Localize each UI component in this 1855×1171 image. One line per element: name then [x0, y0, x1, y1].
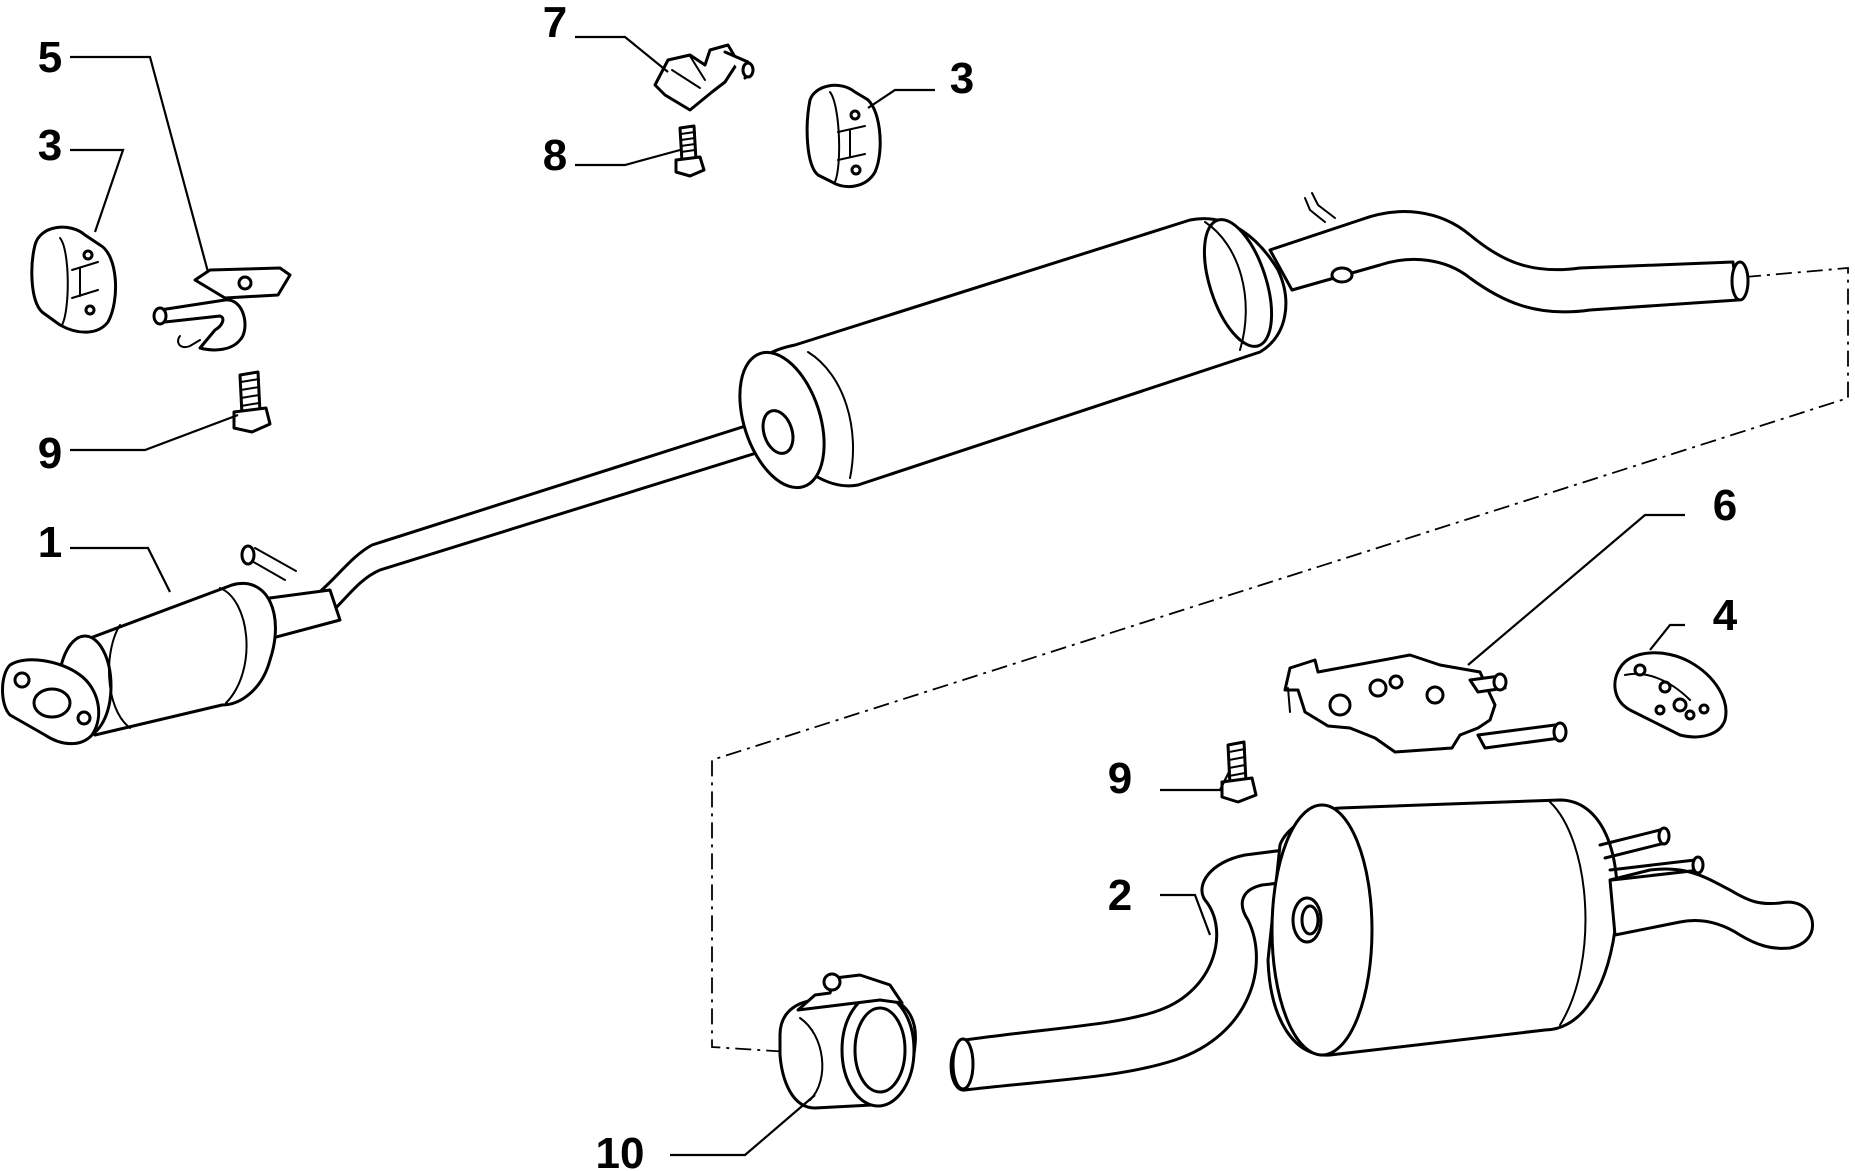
rubber-mount-top: [805, 83, 882, 189]
leader-lines: [70, 35, 1685, 1157]
callout-5: 5: [38, 33, 62, 82]
bolt-right: [1220, 740, 1258, 804]
callout-4: 4: [1713, 591, 1738, 640]
callout-9-right: 9: [1108, 754, 1132, 803]
bolt-left: [232, 370, 272, 434]
connection-lines: [711, 267, 1849, 1053]
callout-8: 8: [543, 131, 567, 180]
front-pipe-assembly: [1, 192, 1750, 746]
sleeve-clamp: [778, 972, 917, 1110]
rubber-mount-left: [30, 225, 118, 334]
callout-6: 6: [1713, 481, 1737, 530]
spring-clip: [653, 43, 755, 112]
callout-3-top: 3: [950, 54, 974, 103]
callout-1: 1: [38, 518, 62, 567]
bolt-top: [674, 124, 706, 178]
callout-3-left: 3: [38, 121, 62, 170]
rubber-bracket-4: [1613, 651, 1728, 739]
u-clamp: [152, 266, 292, 352]
callout-7: 7: [543, 0, 567, 47]
hanger-bracket: [1283, 653, 1568, 754]
callout-9-left: 9: [38, 429, 62, 478]
callout-2: 2: [1108, 871, 1132, 920]
callout-labels: 5 3 9 1 7 8 3 6 4 9 2 10: [38, 0, 1738, 1171]
rear-muffler-assembly: [949, 798, 1815, 1092]
callout-10: 10: [596, 1129, 645, 1171]
